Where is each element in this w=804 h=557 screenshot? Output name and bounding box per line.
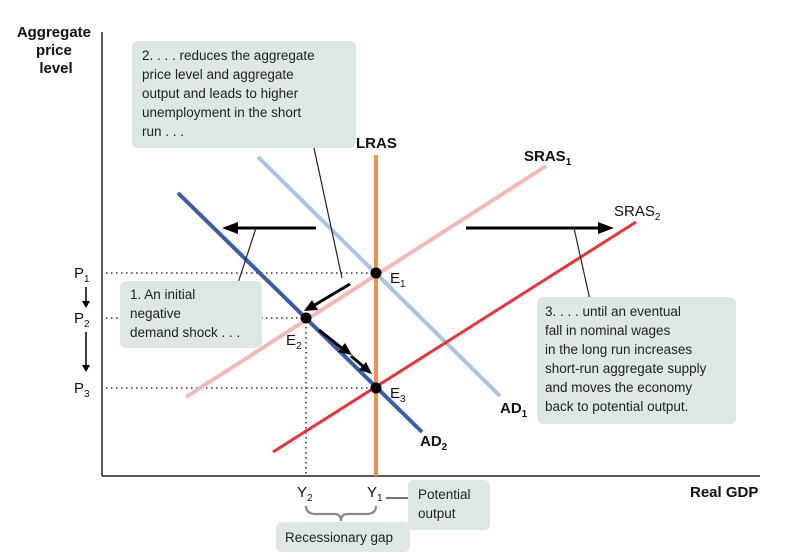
e2-point <box>300 312 312 324</box>
e1-point <box>370 267 382 279</box>
e2-to-e3-arrow-head-b <box>359 362 372 374</box>
sras1-label: SRAS1 <box>524 148 572 168</box>
x-axis-title: Real GDP <box>690 484 758 501</box>
ad2-label: AD2 <box>420 433 448 453</box>
step3-callout-text: 3. . . . until an eventual fall in nomin… <box>545 304 710 414</box>
potential-output-callout-box <box>408 480 490 530</box>
recessionary-gap-bracket <box>304 505 378 522</box>
e2-to-e3-arrow-shaft-b <box>350 354 365 369</box>
y-axis-title: Aggregate price level <box>17 24 95 77</box>
potential-output-callout-text: Potential output <box>418 487 474 521</box>
e1-to-e2-arrow-head <box>304 300 318 311</box>
step3-leader <box>573 227 591 301</box>
lras-label: LRAS <box>356 135 397 152</box>
p1-p2-down-arrow-head <box>82 301 90 308</box>
sras2-label: SRAS2 <box>614 203 661 223</box>
e3-point <box>370 382 382 394</box>
recessionary-gap-label: Recessionary gap <box>285 530 393 545</box>
step1-callout-text: 1. An initial negative demand shock . . … <box>130 287 240 340</box>
y1-label: Y1 <box>367 484 383 504</box>
step2-callout-text: 2. . . . reduces the aggregate price lev… <box>142 48 318 139</box>
ad1-label: AD1 <box>500 400 528 420</box>
e2-label: E2 <box>286 332 302 352</box>
e2-to-e3-arrow-head-a <box>338 343 352 355</box>
p2-label: P2 <box>74 310 90 330</box>
p3-label: P3 <box>74 380 90 400</box>
sras2-curve <box>272 220 637 454</box>
p2-p3-down-arrow-head <box>82 365 90 372</box>
e1-to-e2-arrow-shaft <box>312 282 351 308</box>
step3-callout-box <box>537 297 736 424</box>
step2-leader <box>313 147 343 279</box>
ad-shift-arrow-head <box>222 222 238 234</box>
e2-to-e3-arrow-shaft-a <box>318 328 344 351</box>
step1-leader <box>237 227 257 284</box>
recessionary-gap-callout-box <box>276 522 410 552</box>
sras1-curve <box>184 164 548 399</box>
e1-label: E1 <box>390 270 406 290</box>
e3-label: E3 <box>390 385 406 405</box>
y2-label: Y2 <box>297 484 313 504</box>
ad2-curve <box>176 191 424 434</box>
p1-label: P1 <box>74 265 90 285</box>
sras-shift-arrow-head <box>598 222 614 234</box>
step1-callout-box <box>120 281 262 348</box>
step2-callout-box <box>132 41 356 148</box>
